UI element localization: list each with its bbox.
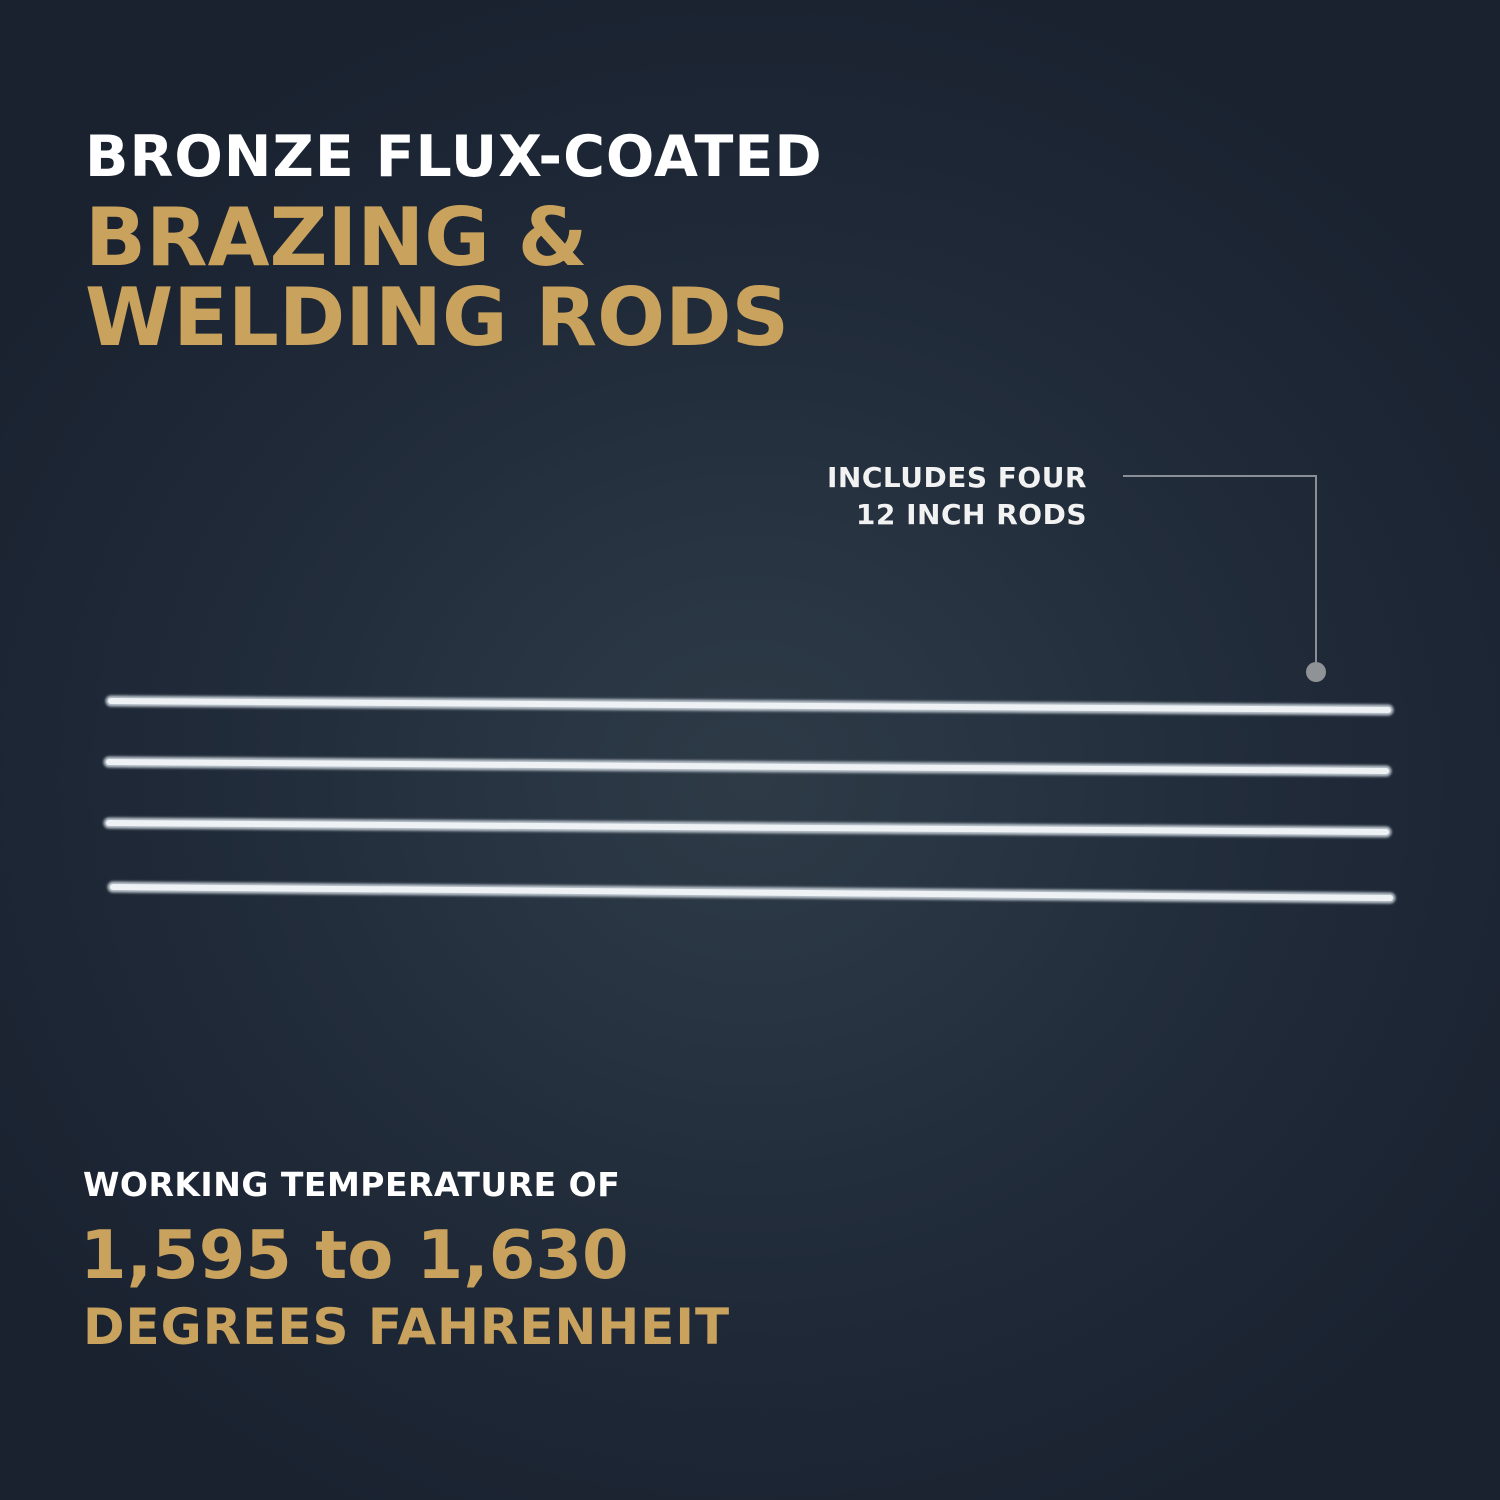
rod-4 bbox=[107, 881, 1396, 904]
temperature-label: WORKING TEMPERATURE OF bbox=[83, 1165, 621, 1204]
headline-line-3: WELDING RODS bbox=[85, 271, 790, 364]
temperature-range: 1,595 to 1,630 bbox=[80, 1216, 629, 1294]
headline-line-2: BRAZING & bbox=[85, 191, 588, 284]
callout-leader-dot bbox=[1306, 662, 1326, 682]
rods-group bbox=[103, 695, 1396, 904]
rod-1 bbox=[105, 695, 1394, 716]
callout-line-2: 12 INCH RODS bbox=[855, 498, 1087, 531]
headline-line-1: BRONZE FLUX-COATED bbox=[85, 124, 823, 190]
rod-2 bbox=[103, 756, 1392, 777]
rod-count-callout: INCLUDES FOUR 12 INCH RODS bbox=[827, 459, 1087, 533]
callout-line-1: INCLUDES FOUR bbox=[827, 461, 1087, 494]
callout-leader bbox=[1123, 475, 1326, 682]
headline: BRONZE FLUX-COATED BRAZING & WELDING ROD… bbox=[85, 122, 823, 358]
rod-3 bbox=[103, 817, 1392, 838]
temperature-unit: DEGREES FAHRENHEIT bbox=[83, 1298, 731, 1356]
callout-leader-line bbox=[1123, 475, 1317, 668]
